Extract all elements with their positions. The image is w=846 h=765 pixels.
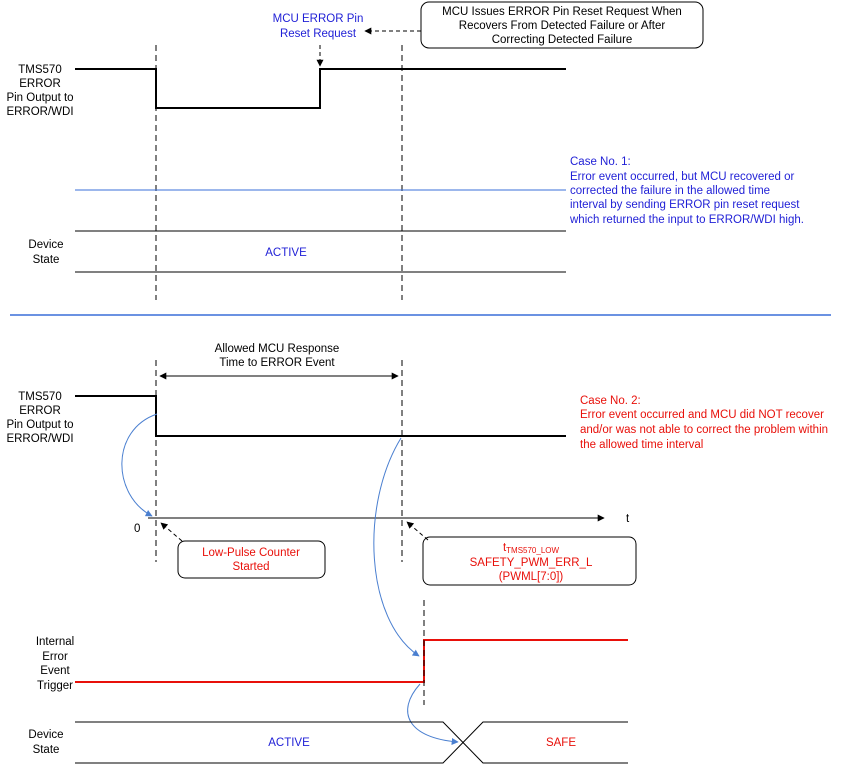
mcu-issues-line-2: Recovers From Detected Failure or After bbox=[459, 20, 666, 32]
signal-bottom-line-2: ERROR bbox=[19, 405, 61, 417]
signal-top-line-4: ERROR/WDI bbox=[6, 106, 73, 118]
allowed-response-line-1: Allowed MCU Response bbox=[215, 343, 340, 355]
error-pin-waveform-top bbox=[75, 68, 566, 109]
signal-label-top: TMS570 ERROR Pin Output to ERROR/WDI bbox=[6, 64, 73, 118]
mcu-issues-text: MCU Issues ERROR Pin Reset Request When … bbox=[442, 6, 682, 46]
mcu-issues-box bbox=[420, 1, 704, 49]
active-state-top: ACTIVE bbox=[265, 247, 307, 259]
error-pin-waveform-bottom bbox=[75, 395, 566, 437]
cause-curve-to-counter bbox=[121, 413, 158, 517]
signal-bottom-line-1: TMS570 bbox=[18, 391, 61, 403]
mcu-error-pin-reset-label: MCU ERROR Pin Reset Request bbox=[273, 13, 364, 40]
device-state-label-bottom: Device State bbox=[28, 729, 63, 756]
tms570-low-pointer bbox=[406, 521, 429, 541]
device-state-bottom-line-2: State bbox=[33, 744, 60, 756]
signal-top-line-1: TMS570 bbox=[18, 64, 61, 76]
case1-line-2: Error event occurred, but MCU recovered … bbox=[570, 171, 795, 183]
tms570-low-t: t bbox=[503, 542, 507, 554]
active-state-bottom: ACTIVE bbox=[268, 737, 310, 749]
allowed-response-label: Allowed MCU Response Time to ERROR Event bbox=[215, 343, 340, 369]
safe-state: SAFE bbox=[546, 737, 576, 749]
case1-line-3: corrected the failure in the allowed tim… bbox=[570, 185, 770, 197]
internal-error-line-1: Internal bbox=[36, 636, 74, 648]
allowed-response-line-2: Time to ERROR Event bbox=[219, 357, 335, 369]
tms570-low-text: tTMS570_LOW SAFETY_PWM_ERR_L (PWML[7:0]) bbox=[470, 542, 593, 583]
mcu-reset-line-1: MCU ERROR Pin bbox=[273, 13, 364, 25]
case2-line-3: and/or was not able to correct the probl… bbox=[580, 424, 828, 436]
device-state-top-line-2: State bbox=[33, 254, 60, 266]
internal-error-label: Internal Error Event Trigger bbox=[36, 636, 74, 692]
mcu-issues-line-1: MCU Issues ERROR Pin Reset Request When bbox=[442, 6, 682, 18]
low-pulse-pointer bbox=[160, 522, 183, 542]
mcu-issues-line-3: Correcting Detected Failure bbox=[492, 34, 633, 46]
device-state-bottom-line-b bbox=[75, 721, 628, 764]
case2-line-4: the allowed time interval bbox=[580, 439, 703, 451]
low-pulse-line-1: Low-Pulse Counter bbox=[202, 547, 300, 559]
case1-text: Case No. 1: Error event occurred, but MC… bbox=[569, 156, 804, 226]
internal-error-line-2: Error bbox=[42, 651, 68, 663]
device-state-bottom-line-1: Device bbox=[28, 729, 63, 741]
signal-bottom-line-4: ERROR/WDI bbox=[6, 433, 73, 445]
time-zero-label: 0 bbox=[134, 523, 140, 535]
cause-curve-to-trigger bbox=[373, 437, 420, 657]
low-pulse-counter-box bbox=[177, 540, 326, 579]
signal-label-bottom: TMS570 ERROR Pin Output to ERROR/WDI bbox=[6, 391, 73, 445]
safety-pwm-line-1: SAFETY_PWM_ERR_L bbox=[470, 557, 593, 569]
signal-top-line-2: ERROR bbox=[19, 78, 61, 90]
tms570-low-subscript: TMS570_LOW bbox=[506, 546, 559, 555]
safety-pwm-line-2: (PWML[7:0]) bbox=[499, 571, 564, 583]
device-state-label-top: Device State bbox=[28, 239, 63, 266]
internal-error-trigger-waveform bbox=[75, 639, 628, 683]
cause-curve-to-safe bbox=[407, 683, 459, 745]
internal-error-line-4: Trigger bbox=[37, 680, 73, 692]
case1-line-1: Case No. 1: bbox=[570, 156, 631, 168]
case2-text: Case No. 2: Error event occurred and MCU… bbox=[580, 395, 828, 451]
internal-error-line-3: Event bbox=[40, 665, 70, 677]
case2-line-2: Error event occurred and MCU did NOT rec… bbox=[580, 409, 824, 421]
signal-top-line-3: Pin Output to bbox=[6, 92, 73, 104]
time-axis-label: t bbox=[626, 513, 630, 525]
low-pulse-counter-text: Low-Pulse Counter Started bbox=[202, 547, 300, 573]
tms570-low-symbol: tTMS570_LOW bbox=[503, 542, 560, 555]
device-state-top-line-1: Device bbox=[28, 239, 63, 251]
signal-bottom-line-3: Pin Output to bbox=[6, 419, 73, 431]
case1-line-5: which returned the input to ERROR/WDI hi… bbox=[569, 214, 804, 226]
case2-line-1: Case No. 2: bbox=[580, 395, 641, 407]
tms570-low-box bbox=[422, 536, 637, 586]
mcu-reset-line-2: Reset Request bbox=[280, 28, 357, 40]
low-pulse-line-2: Started bbox=[232, 561, 269, 573]
case1-line-4: interval by sending ERROR pin reset requ… bbox=[570, 199, 800, 211]
